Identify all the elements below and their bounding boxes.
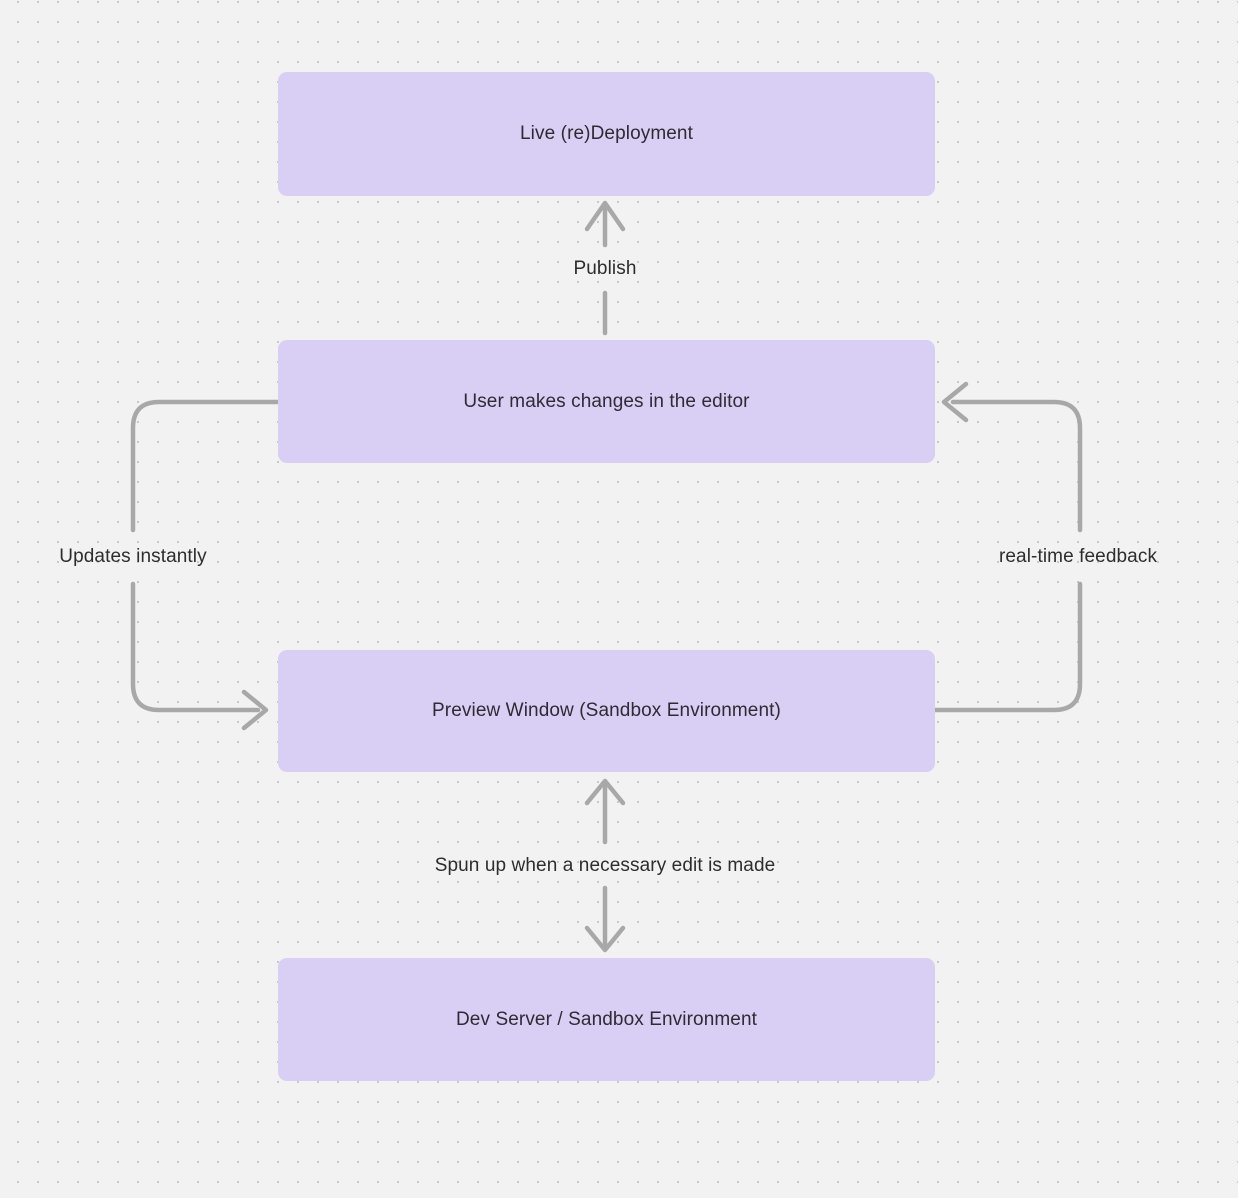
node-preview-window: Preview Window (Sandbox Environment)	[278, 650, 935, 772]
node-live-deployment: Live (re)Deployment	[278, 72, 935, 196]
node-dev-server-label: Dev Server / Sandbox Environment	[455, 1008, 757, 1030]
edge-label-publish: Publish	[573, 258, 637, 279]
edge-label-real-time-feedback: real-time feedback	[998, 546, 1158, 567]
node-editor-changes-label: User makes changes in the editor	[463, 390, 750, 412]
real-time-feedback-connector	[932, 381, 1083, 713]
publish-arrow-up	[584, 200, 626, 336]
updates-instantly-connector	[130, 399, 281, 731]
node-preview-window-label: Preview Window (Sandbox Environment)	[432, 700, 781, 721]
node-live-deployment-label: Live (re)Deployment	[520, 123, 693, 144]
spun-up-bidirectional-arrows	[584, 778, 626, 953]
edge-label-updates-instantly: Updates instantly	[59, 546, 207, 567]
edge-label-spun-up: Spun up when a necessary edit is made	[434, 855, 776, 876]
node-editor-changes: User makes changes in the editor	[278, 340, 935, 463]
node-dev-server: Dev Server / Sandbox Environment	[278, 958, 935, 1081]
